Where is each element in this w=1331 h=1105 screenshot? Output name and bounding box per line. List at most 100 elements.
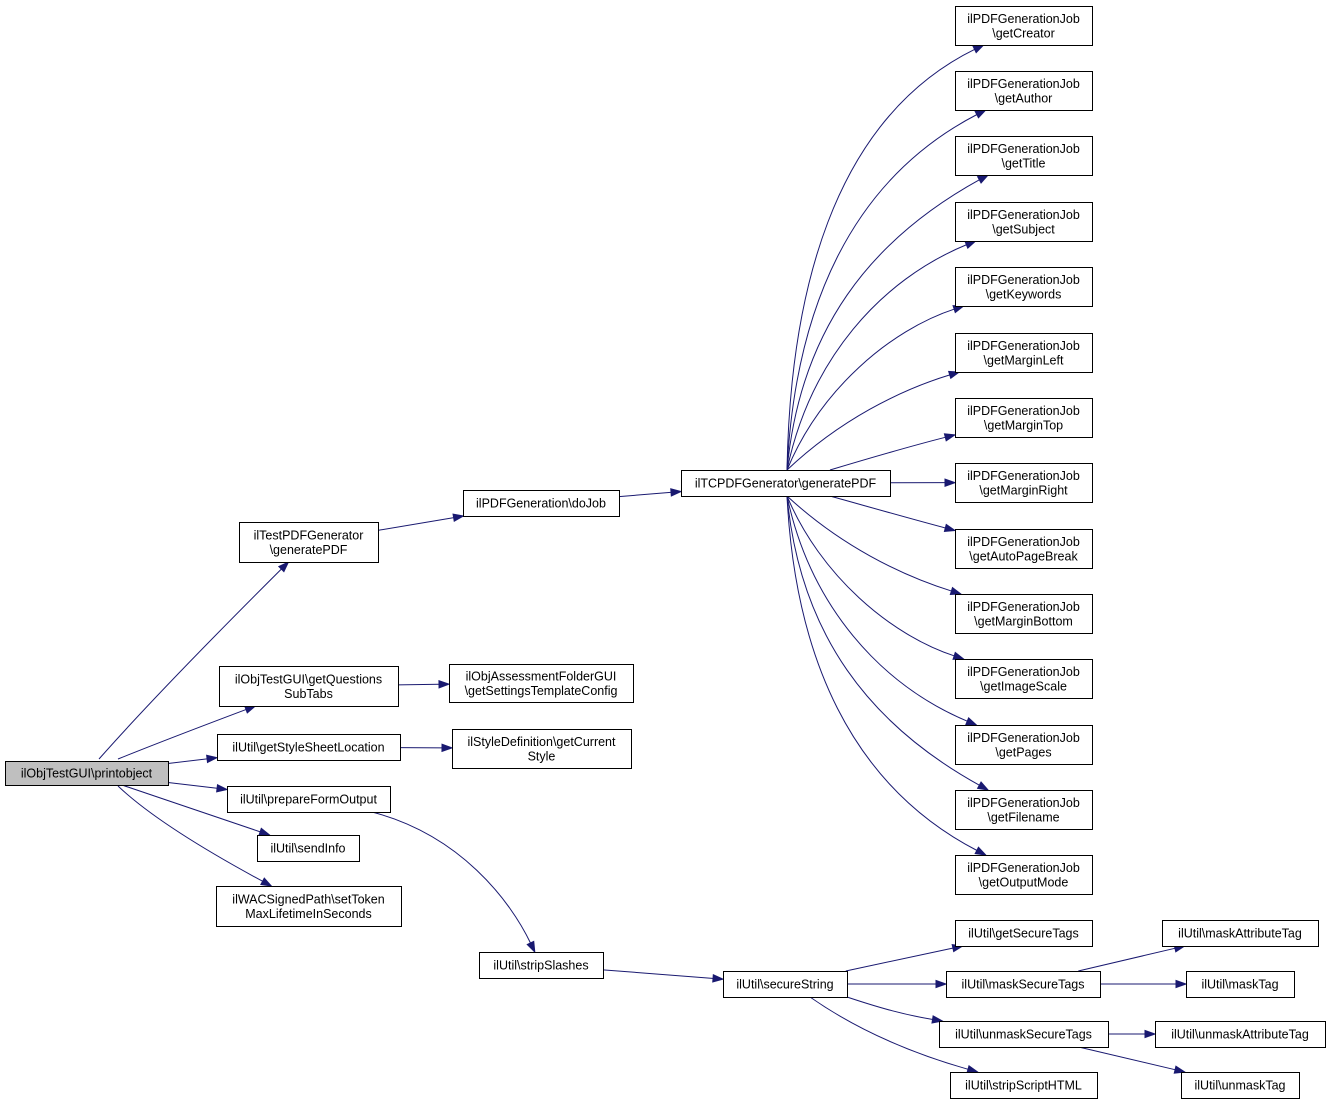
- node-label: ilPDFGenerationJob: [967, 469, 1080, 483]
- node-box: [955, 463, 1093, 503]
- node-label: ilUtil\sendInfo: [270, 842, 345, 856]
- arrowhead-getStyleSheetLocation: [206, 754, 219, 764]
- edge-tcpdf-to-getAuthor: [786, 113, 978, 471]
- node-stripSlashes[interactable]: ilUtil\stripSlashes: [479, 952, 604, 979]
- edge-maskSecureTags-to-maskAttributeTag: [1078, 947, 1177, 972]
- node-getAutoPageBreak[interactable]: ilPDFGenerationJob\getAutoPageBreak: [955, 529, 1093, 569]
- arrowhead-testpdf: [277, 560, 290, 573]
- arrowhead-getFilename: [976, 781, 990, 791]
- node-unmaskAttributeTag[interactable]: ilUtil\unmaskAttributeTag: [1155, 1021, 1326, 1048]
- node-box: [955, 71, 1093, 111]
- node-label: ilPDFGenerationJob: [967, 665, 1080, 679]
- edge-printobject-to-sendInfo: [121, 784, 262, 833]
- node-dojob[interactable]: ilPDFGeneration\doJob: [463, 490, 620, 517]
- node-getAuthor[interactable]: ilPDFGenerationJob\getAuthor: [955, 71, 1093, 111]
- node-box: [219, 666, 399, 707]
- node-getKeywords[interactable]: ilPDFGenerationJob\getKeywords: [955, 267, 1093, 307]
- arrowhead-stripSlashes: [526, 940, 536, 954]
- node-label: ilPDFGenerationJob: [967, 535, 1080, 549]
- edge-tcpdf-to-getAutoPageBreak: [829, 495, 947, 529]
- edge-tcpdf-to-getKeywords: [786, 308, 956, 471]
- node-label: ilUtil\prepareFormOutput: [240, 793, 377, 807]
- node-getTitle[interactable]: ilPDFGenerationJob\getTitle: [955, 136, 1093, 176]
- node-getSecureTags[interactable]: ilUtil\getSecureTags: [955, 920, 1093, 947]
- edge-printobject-to-testpdf: [98, 567, 283, 760]
- node-label: ilUtil\stripScriptHTML: [965, 1079, 1082, 1093]
- node-getSubject[interactable]: ilPDFGenerationJob\getSubject: [955, 202, 1093, 242]
- edge-tcpdf-to-getPages: [786, 495, 969, 723]
- arrowhead-prepareFormOutput: [216, 783, 229, 793]
- node-label: \getMarginTop: [984, 418, 1063, 432]
- edge-tcpdf-to-getMarginBottom: [786, 495, 953, 592]
- arrowhead-getCreator: [972, 44, 985, 54]
- node-label: ilPDFGenerationJob: [967, 208, 1080, 222]
- node-stripScriptHTML[interactable]: ilUtil\stripScriptHTML: [950, 1072, 1098, 1099]
- node-getMarginTop[interactable]: ilPDFGenerationJob\getMarginTop: [955, 398, 1093, 438]
- node-label: ilObjTestGUI\printobject: [21, 767, 153, 781]
- node-maskSecureTags[interactable]: ilUtil\maskSecureTags: [946, 971, 1101, 998]
- node-getStyleSheetLocation[interactable]: ilUtil\getStyleSheetLocation: [217, 734, 401, 761]
- node-box: [681, 470, 891, 497]
- node-box: [955, 920, 1093, 947]
- edge-dojob-to-tcpdf: [618, 491, 673, 498]
- node-label: ilUtil\getStyleSheetLocation: [232, 741, 384, 755]
- node-setTokenMaxLifetime[interactable]: ilWACSignedPath\setTokenMaxLifetimeInSec…: [216, 886, 402, 927]
- node-unmaskTag[interactable]: ilUtil\unmaskTag: [1181, 1072, 1300, 1099]
- node-prepareFormOutput[interactable]: ilUtil\prepareFormOutput: [227, 786, 391, 813]
- node-box: [257, 835, 360, 862]
- nodes-layer: ilObjTestGUI\printobject ilTestPDFGenerat…: [5, 6, 1326, 1099]
- node-box: [479, 952, 604, 979]
- node-box: [239, 522, 379, 563]
- edge-printobject-to-setTokenMaxLifetime: [117, 785, 264, 883]
- node-label: ilUtil\stripSlashes: [493, 959, 588, 973]
- node-getMarginBottom[interactable]: ilPDFGenerationJob\getMarginBottom: [955, 594, 1093, 634]
- arrowhead-maskTag: [1175, 979, 1188, 989]
- node-box: [955, 790, 1093, 830]
- node-label: \getMarginLeft: [984, 353, 1064, 367]
- edge-secureString-to-stripScriptHTML: [809, 996, 970, 1071]
- node-box: [955, 529, 1093, 569]
- arrowhead-setTokenMaxLifetime: [260, 877, 273, 887]
- node-unmaskSecureTags[interactable]: ilUtil\unmaskSecureTags: [939, 1021, 1109, 1048]
- edge-printobject-to-getStyleSheetLocation: [167, 758, 209, 764]
- edge-printobject-to-getQuestionsSubTabs: [117, 708, 248, 760]
- arrowhead-getAutoPageBreak: [943, 523, 957, 533]
- node-label: ilTestPDFGenerator: [254, 528, 364, 542]
- node-box: [955, 202, 1093, 242]
- node-getCreator[interactable]: ilPDFGenerationJob\getCreator: [955, 6, 1093, 46]
- node-getPages[interactable]: ilPDFGenerationJob\getPages: [955, 725, 1093, 765]
- node-getOutputMode[interactable]: ilPDFGenerationJob\getOutputMode: [955, 855, 1093, 895]
- arrowhead-unmaskAttributeTag: [1144, 1029, 1157, 1039]
- node-getMarginRight[interactable]: ilPDFGenerationJob\getMarginRight: [955, 463, 1093, 503]
- node-label: ilPDFGenerationJob: [967, 404, 1080, 418]
- arrowhead-getMarginLeft: [947, 370, 961, 380]
- node-label: ilPDFGenerationJob: [967, 600, 1080, 614]
- node-label: \getAuthor: [995, 91, 1053, 105]
- node-maskAttributeTag[interactable]: ilUtil\maskAttributeTag: [1162, 920, 1319, 947]
- node-sendInfo[interactable]: ilUtil\sendInfo: [257, 835, 360, 862]
- arrowhead-getSubject: [964, 240, 978, 249]
- node-label: SubTabs: [284, 687, 333, 701]
- node-tcpdf[interactable]: ilTCPDFGenerator\generatePDF: [681, 470, 891, 497]
- edge-secureString-to-getSecureTags: [845, 947, 955, 972]
- edge-prepareFormOutput-to-stripSlashes: [371, 811, 532, 945]
- node-label: ilPDFGenerationJob: [967, 12, 1080, 26]
- node-printobject[interactable]: ilObjTestGUI\printobject: [5, 761, 169, 786]
- node-label: ilPDFGeneration\doJob: [476, 497, 606, 511]
- node-label: ilPDFGenerationJob: [967, 77, 1080, 91]
- arrowhead-getMarginTop: [943, 433, 957, 442]
- node-getFilename[interactable]: ilPDFGenerationJob\getFilename: [955, 790, 1093, 830]
- node-getMarginLeft[interactable]: ilPDFGenerationJob\getMarginLeft: [955, 333, 1093, 373]
- edge-tcpdf-to-getSubject: [786, 243, 968, 471]
- node-box: [463, 490, 620, 517]
- node-testpdf[interactable]: ilTestPDFGenerator\generatePDF: [239, 522, 379, 563]
- edge-unmaskSecureTags-to-unmaskTag: [1078, 1046, 1177, 1071]
- node-getSettingsTemplateConfig[interactable]: ilObjAssessmentFolderGUI\getSettingsTemp…: [449, 664, 634, 703]
- node-getImageScale[interactable]: ilPDFGenerationJob\getImageScale: [955, 659, 1093, 699]
- node-box: [955, 725, 1093, 765]
- node-secureString[interactable]: ilUtil\secureString: [723, 971, 848, 998]
- node-maskTag[interactable]: ilUtil\maskTag: [1186, 971, 1295, 998]
